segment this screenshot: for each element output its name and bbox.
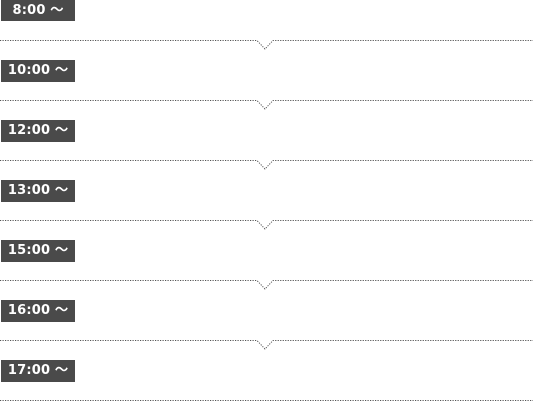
time-slot-badge: 16:00 〜	[1, 300, 75, 322]
time-slot-badge: 13:00 〜	[1, 180, 75, 202]
time-slot-badge: 17:00 〜	[1, 360, 75, 382]
down-arrow-divider-icon	[0, 100, 533, 110]
time-slot-badge: 10:00 〜	[1, 60, 75, 82]
time-slot-badge: 8:00 〜	[1, 0, 75, 21]
down-arrow-divider-icon	[0, 40, 533, 50]
timeline-divider-arrow	[0, 278, 533, 292]
time-slot-badge: 15:00 〜	[1, 240, 75, 262]
timeline-divider-line	[0, 398, 533, 403]
timeline-divider-arrow	[0, 98, 533, 112]
divider-line-icon	[0, 400, 533, 401]
down-arrow-divider-icon	[0, 220, 533, 230]
timeline-divider-arrow	[0, 158, 533, 172]
timeline-divider-arrow	[0, 338, 533, 352]
down-arrow-divider-icon	[0, 160, 533, 170]
down-arrow-divider-icon	[0, 280, 533, 290]
down-arrow-divider-icon	[0, 340, 533, 350]
time-slot-badge: 12:00 〜	[1, 120, 75, 142]
timeline-divider-arrow	[0, 218, 533, 232]
timeline-divider-arrow	[0, 38, 533, 52]
